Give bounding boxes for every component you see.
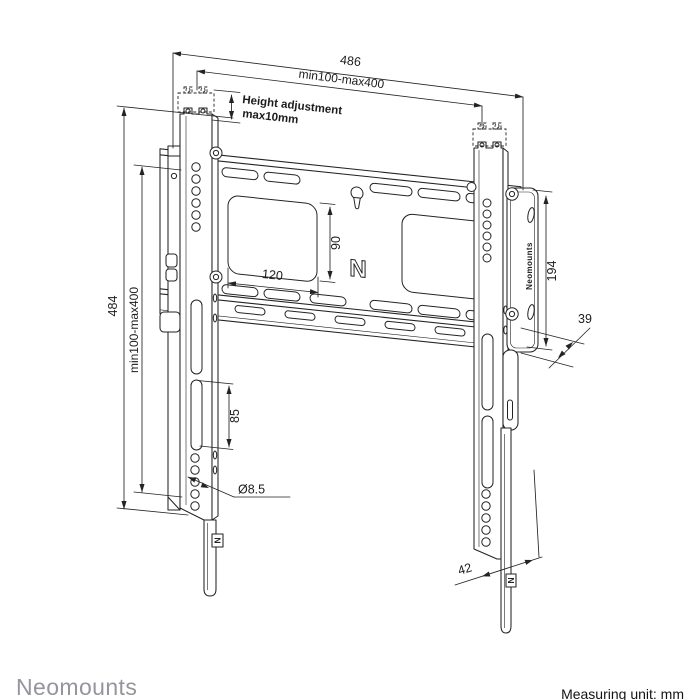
left-bracket-hook-tab <box>159 311 181 333</box>
dim-bottom-clearance: 42 <box>454 469 543 586</box>
plate-logo-n-icon: N <box>349 255 366 284</box>
dim-bracket-height-label: 194 <box>545 261 559 282</box>
neomounts-logo: Neomounts <box>16 674 137 700</box>
right-rail-raised-position-dashed <box>472 122 507 147</box>
dim-slot-length-label: 85 <box>228 409 242 423</box>
right-rail-lower-holes <box>481 489 491 547</box>
left-rail-upper-holes <box>191 162 201 232</box>
dim-vesa-width-label: min100-max400 <box>298 67 385 92</box>
right-bracket-screws <box>505 187 519 321</box>
right-rail-slot-upper <box>481 333 494 411</box>
keyhole-slot <box>350 186 364 210</box>
right-lock-strip: N <box>500 349 519 634</box>
right-bracket-brand-label: Neomounts <box>525 242 534 290</box>
dim-cutout-width-label: 120 <box>261 267 283 283</box>
dim-cutout-height-label: 90 <box>329 236 343 250</box>
left-rail-slot-upper <box>190 299 203 375</box>
plate-cutout-left <box>227 195 318 282</box>
left-strip-logo-n-icon: N <box>213 537 223 543</box>
left-rail-slot-lower <box>190 379 203 451</box>
left-wall-bracket <box>159 145 181 511</box>
right-strip-logo-n-icon: N <box>506 577 516 583</box>
left-lock-strip: N <box>203 519 224 597</box>
dim-slot-length: 85 <box>197 380 242 450</box>
dim-bracket-depth: 39 <box>520 312 592 369</box>
dim-height-adjustment: Height adjustment max10mm <box>211 89 343 126</box>
measuring-unit-label: Measuring unit: mm <box>561 686 684 700</box>
left-rail-lower-holes <box>190 453 200 511</box>
dim-total-height: 484 <box>106 105 234 516</box>
dim-cutout-width: 120 <box>227 267 319 298</box>
dim-vesa-height: min100-max400 <box>127 164 183 498</box>
dim-total-width-label: 486 <box>339 53 361 70</box>
right-rail-slot-lower <box>481 415 494 489</box>
dim-bracket-height: 194 <box>526 189 559 351</box>
dim-hole-diameter: Ø8.5 <box>187 476 291 498</box>
dim-bracket-depth-label: 39 <box>578 312 592 326</box>
dim-hole-diameter-label: Ø8.5 <box>238 483 265 497</box>
right-rail-upper-holes <box>482 198 492 263</box>
left-rail-screws <box>209 146 223 284</box>
dim-total-height-label: 484 <box>106 296 120 317</box>
right-wall-bracket: Neomounts <box>505 187 539 353</box>
dim-vesa-height-label: min100-max400 <box>127 287 141 373</box>
dim-cutout-height: 90 <box>319 202 343 283</box>
dim-bottom-clearance-label: 42 <box>456 560 473 577</box>
right-rail-clamp-screw <box>466 182 477 192</box>
left-rail <box>179 107 223 521</box>
left-rail-raised-position-dashed <box>177 86 215 113</box>
left-rail-side-ovals <box>212 293 218 475</box>
